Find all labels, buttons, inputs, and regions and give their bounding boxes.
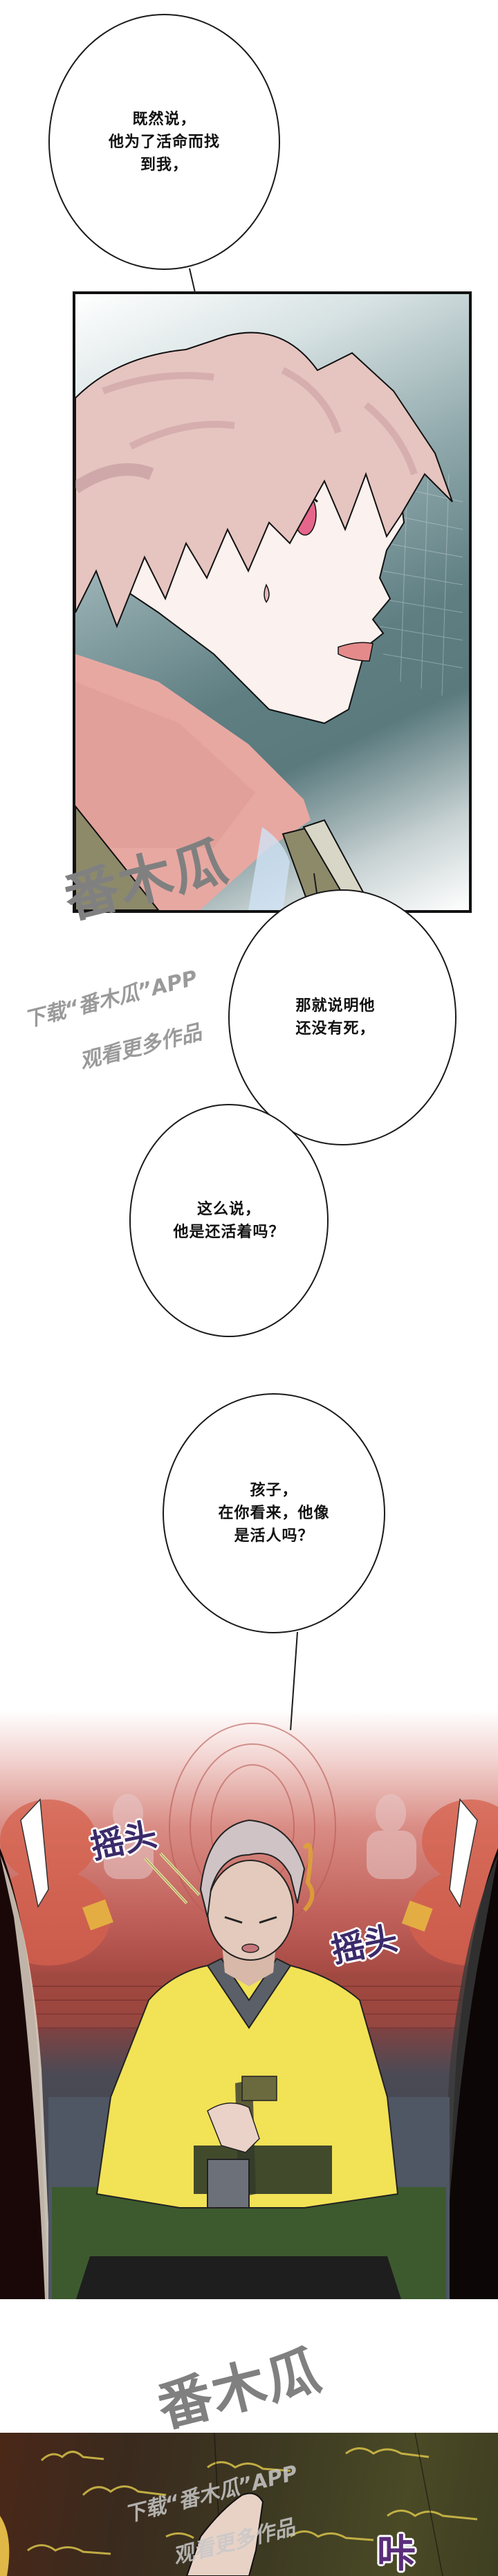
watermark-2-logo: 番木瓜	[151, 2339, 329, 2440]
speech-bubble-4: 孩子， 在你看来，他像 是活人吗？	[163, 1393, 385, 1633]
panel-1-young-man-closeup	[73, 291, 472, 913]
bubble-1-tail	[189, 268, 196, 295]
sfx-click: 咔	[377, 2532, 416, 2576]
speech-bubble-1: 既然说， 他为了活命而找 到我，	[48, 14, 280, 270]
young-man-illustration	[75, 332, 463, 910]
watermark-1-line1: 下载“番木瓜”APP	[21, 965, 200, 1033]
panel-2-old-man-temple: 摇头 摇头	[0, 1709, 498, 2299]
bubble-3-text: 这么说， 他是还活着吗？	[173, 1200, 285, 1241]
bubble-2-text: 那就说明他 还没有死，	[295, 997, 376, 1037]
speech-bubble-2: 那就说明他 还没有死，	[228, 889, 456, 1145]
gold-cloud-pattern	[0, 2433, 478, 2576]
bubble-1-text: 既然说， 他为了活命而找 到我，	[108, 110, 220, 174]
temple-scene-illustration	[0, 1723, 498, 2299]
bubble-4-text: 孩子， 在你看来，他像 是活人吗？	[218, 1482, 330, 1545]
watermark-1-line2: 观看更多作品	[77, 1020, 205, 1074]
panel-3-hand-gold-clouds: 咔	[0, 2433, 498, 2576]
speech-bubble-3: 这么说， 他是还活着吗？	[129, 1104, 329, 1337]
